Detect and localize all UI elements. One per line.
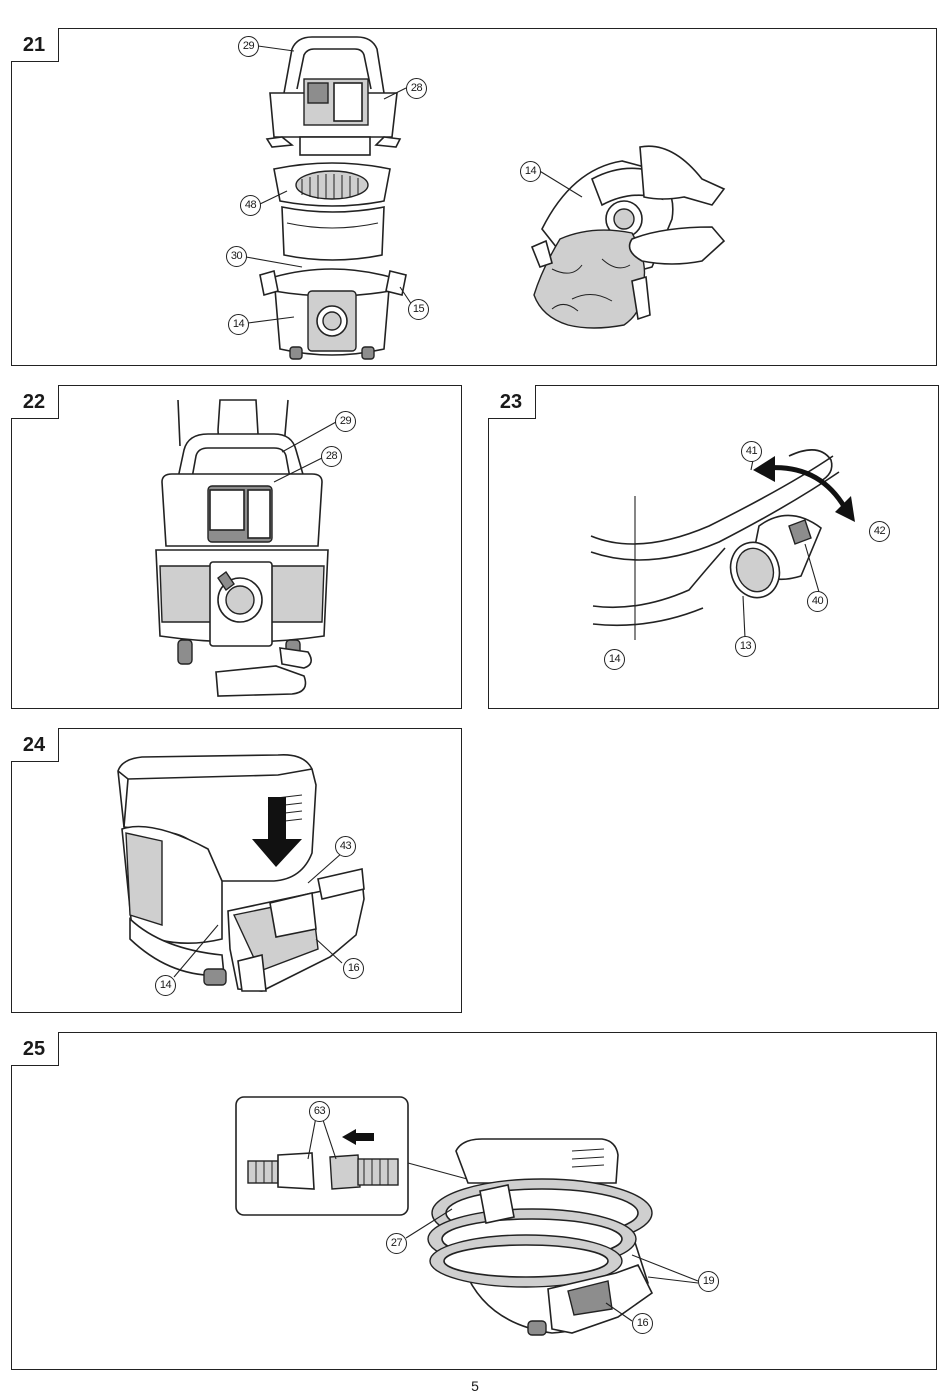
callout-27: 27 bbox=[386, 1233, 407, 1254]
figure-24-illustration bbox=[117, 753, 365, 992]
callout-16: 16 bbox=[632, 1313, 653, 1334]
figure-number: 25 bbox=[10, 1031, 59, 1066]
callout-13: 13 bbox=[735, 636, 756, 657]
figure-21: 21 bbox=[10, 27, 937, 366]
callout-14: 14 bbox=[155, 975, 176, 996]
callout-15: 15 bbox=[408, 299, 429, 320]
callout-28: 28 bbox=[321, 446, 342, 467]
figure-number: 24 bbox=[10, 727, 59, 762]
callout-63: 63 bbox=[309, 1101, 330, 1122]
callout-19: 19 bbox=[698, 1271, 719, 1292]
page-number: 5 bbox=[471, 1378, 479, 1394]
callout-48: 48 bbox=[240, 195, 261, 216]
figure-number: 21 bbox=[10, 27, 59, 62]
figure-21-illustration bbox=[245, 36, 726, 360]
callout-14: 14 bbox=[604, 649, 625, 670]
callout-41: 41 bbox=[741, 441, 762, 462]
figure-number: 22 bbox=[10, 384, 59, 419]
figure-22-illustration bbox=[155, 399, 337, 697]
callout-28: 28 bbox=[406, 78, 427, 99]
callout-40: 40 bbox=[807, 591, 828, 612]
figure-22: 22 29 28 bbox=[10, 384, 462, 709]
callout-42: 42 bbox=[869, 521, 890, 542]
callout-14: 14 bbox=[228, 314, 249, 335]
figure-23-illustration bbox=[590, 449, 855, 640]
callout-14-right: 14 bbox=[520, 161, 541, 182]
figure-number: 23 bbox=[487, 384, 536, 419]
callout-30: 30 bbox=[226, 246, 247, 267]
figure-25-illustration bbox=[235, 1096, 699, 1336]
callout-29: 29 bbox=[335, 411, 356, 432]
figure-24: 24 43 14 16 bbox=[10, 727, 462, 1013]
figure-23: 23 41 42 14 40 13 bbox=[487, 384, 939, 709]
callout-43: 43 bbox=[335, 836, 356, 857]
callout-29: 29 bbox=[238, 36, 259, 57]
callout-16: 16 bbox=[343, 958, 364, 979]
figure-25: 25 63 27 19 16 bbox=[10, 1031, 937, 1370]
